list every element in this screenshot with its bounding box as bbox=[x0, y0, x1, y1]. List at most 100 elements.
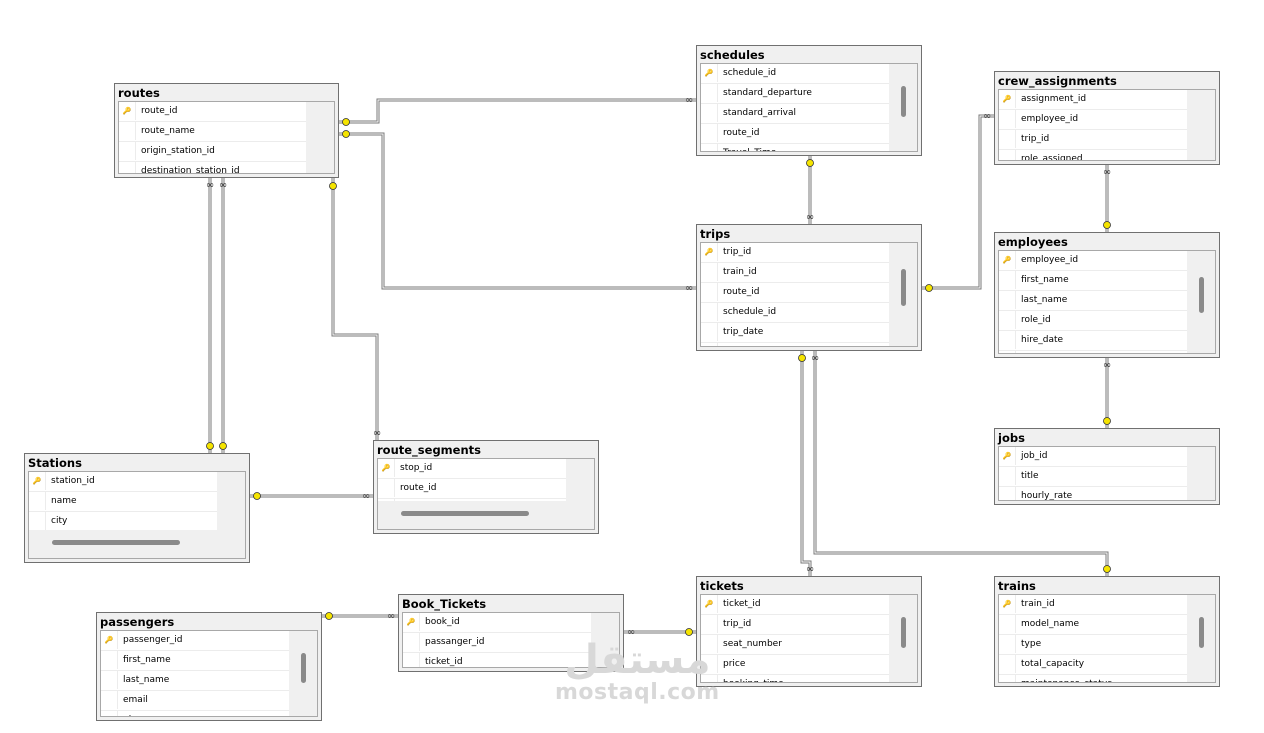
column-row[interactable]: 🔑stop_id bbox=[378, 459, 566, 479]
table-title[interactable]: jobs bbox=[998, 431, 1025, 445]
column-row[interactable]: hire_date bbox=[999, 331, 1187, 351]
relationship-line[interactable] bbox=[331, 178, 379, 440]
table-title[interactable]: tickets bbox=[700, 579, 744, 593]
column-row[interactable]: maintenance_status bbox=[999, 675, 1187, 682]
column-row[interactable]: 🔑book_id bbox=[403, 613, 591, 633]
column-row[interactable]: station_id bbox=[378, 499, 566, 501]
column-row[interactable]: role_assigned bbox=[999, 150, 1187, 160]
column-row[interactable]: schedule_id bbox=[701, 303, 889, 323]
column-row[interactable]: 🔑passenger_id bbox=[101, 631, 289, 651]
column-row[interactable]: type bbox=[999, 635, 1187, 655]
column-row[interactable]: train_id bbox=[701, 263, 889, 283]
column-row[interactable]: first_name bbox=[999, 271, 1187, 291]
horizontal-scrollbar[interactable] bbox=[52, 540, 180, 545]
column-row[interactable]: 🔑trip_id bbox=[701, 243, 889, 263]
column-row[interactable]: last_name bbox=[101, 671, 289, 691]
column-row[interactable]: model_name bbox=[999, 615, 1187, 635]
column-row[interactable]: route_id bbox=[701, 124, 889, 144]
table-title[interactable]: crew_assignments bbox=[998, 74, 1117, 88]
vertical-scrollbar[interactable] bbox=[301, 652, 306, 684]
column-row[interactable]: price bbox=[701, 655, 889, 675]
relationship-line[interactable] bbox=[339, 98, 696, 124]
table-title[interactable]: Book_Tickets bbox=[402, 597, 487, 611]
column-row[interactable]: 🔑job_id bbox=[999, 447, 1187, 467]
column-row[interactable]: trip_id bbox=[999, 130, 1187, 150]
column-name: booking_time bbox=[723, 675, 784, 682]
column-row[interactable]: destination_station_id bbox=[119, 162, 306, 173]
relationship-line[interactable] bbox=[922, 114, 994, 290]
column-row[interactable]: salary bbox=[999, 351, 1187, 353]
column-row[interactable]: name bbox=[29, 492, 217, 512]
table-title[interactable]: Stations bbox=[28, 456, 82, 470]
column-row[interactable]: role_id bbox=[999, 311, 1187, 331]
vertical-scrollbar[interactable] bbox=[1199, 277, 1204, 314]
column-row[interactable]: 🔑train_id bbox=[999, 595, 1187, 615]
relationship-line[interactable] bbox=[339, 99, 696, 123]
column-row[interactable]: first_name bbox=[101, 651, 289, 671]
column-row[interactable]: hourly_rate bbox=[999, 487, 1187, 500]
infinity-end-icon: ∞ bbox=[811, 353, 819, 364]
column-row[interactable]: origin_station_id bbox=[119, 142, 306, 162]
vertical-scrollbar[interactable] bbox=[1199, 617, 1204, 649]
column-row[interactable]: ticket_id bbox=[403, 653, 591, 667]
column-row[interactable]: email bbox=[101, 691, 289, 711]
column-row[interactable]: 🔑route_id bbox=[119, 102, 306, 122]
column-row[interactable]: 🔑assignment_id bbox=[999, 90, 1187, 110]
relationship-line[interactable] bbox=[922, 115, 994, 289]
column-row[interactable]: title bbox=[999, 467, 1187, 487]
column-name: maintenance_status bbox=[1021, 675, 1112, 682]
column-row[interactable]: route_id bbox=[378, 479, 566, 499]
column-row[interactable]: route_name bbox=[119, 122, 306, 142]
relationship-line[interactable] bbox=[332, 178, 378, 440]
column-row[interactable]: phone bbox=[101, 711, 289, 716]
column-row[interactable]: seat_number bbox=[701, 635, 889, 655]
table-title[interactable]: route_segments bbox=[377, 443, 481, 457]
column-row[interactable]: trip_id bbox=[701, 615, 889, 635]
relationship-line[interactable] bbox=[801, 351, 811, 576]
table-title[interactable]: routes bbox=[118, 86, 160, 100]
relationship-line[interactable] bbox=[339, 133, 696, 289]
column-row[interactable]: Travel_Time bbox=[701, 144, 889, 151]
table-title[interactable]: trains bbox=[998, 579, 1036, 593]
column-row[interactable]: standard_departure bbox=[701, 84, 889, 104]
vertical-scrollbar[interactable] bbox=[901, 86, 906, 118]
column-row[interactable]: total_capacity bbox=[999, 655, 1187, 675]
column-row[interactable]: passanger_id bbox=[403, 633, 591, 653]
table-title[interactable]: trips bbox=[700, 227, 731, 241]
column-row[interactable]: 🔑ticket_id bbox=[701, 595, 889, 615]
column-row[interactable]: city bbox=[29, 512, 217, 530]
column-row[interactable]: booking_time bbox=[701, 675, 889, 682]
column-row[interactable]: standard_arrival bbox=[701, 104, 889, 124]
column-row[interactable]: 🔑schedule_id bbox=[701, 64, 889, 84]
horizontal-scrollbar[interactable] bbox=[401, 511, 529, 516]
table-title[interactable]: schedules bbox=[700, 48, 765, 62]
column-row[interactable]: 🔑station_id bbox=[29, 472, 217, 492]
vertical-scrollbar[interactable] bbox=[901, 617, 906, 649]
column-row[interactable]: 🔑employee_id bbox=[999, 251, 1187, 271]
table-title[interactable]: employees bbox=[998, 235, 1068, 249]
column-row[interactable]: last_name bbox=[999, 291, 1187, 311]
primary-key-icon: 🔑 bbox=[999, 595, 1016, 613]
relationship-line[interactable] bbox=[814, 351, 1108, 576]
vertical-scrollbar[interactable] bbox=[901, 269, 906, 306]
column-row[interactable]: trip_date bbox=[701, 323, 889, 343]
column-row[interactable]: route_id bbox=[701, 283, 889, 303]
column-row[interactable]: current_status bbox=[701, 343, 889, 346]
relationship-line[interactable] bbox=[339, 132, 696, 290]
table-title[interactable]: passengers bbox=[100, 615, 175, 629]
column-row[interactable]: employee_id bbox=[999, 110, 1187, 130]
relationship-line[interactable] bbox=[800, 351, 812, 576]
